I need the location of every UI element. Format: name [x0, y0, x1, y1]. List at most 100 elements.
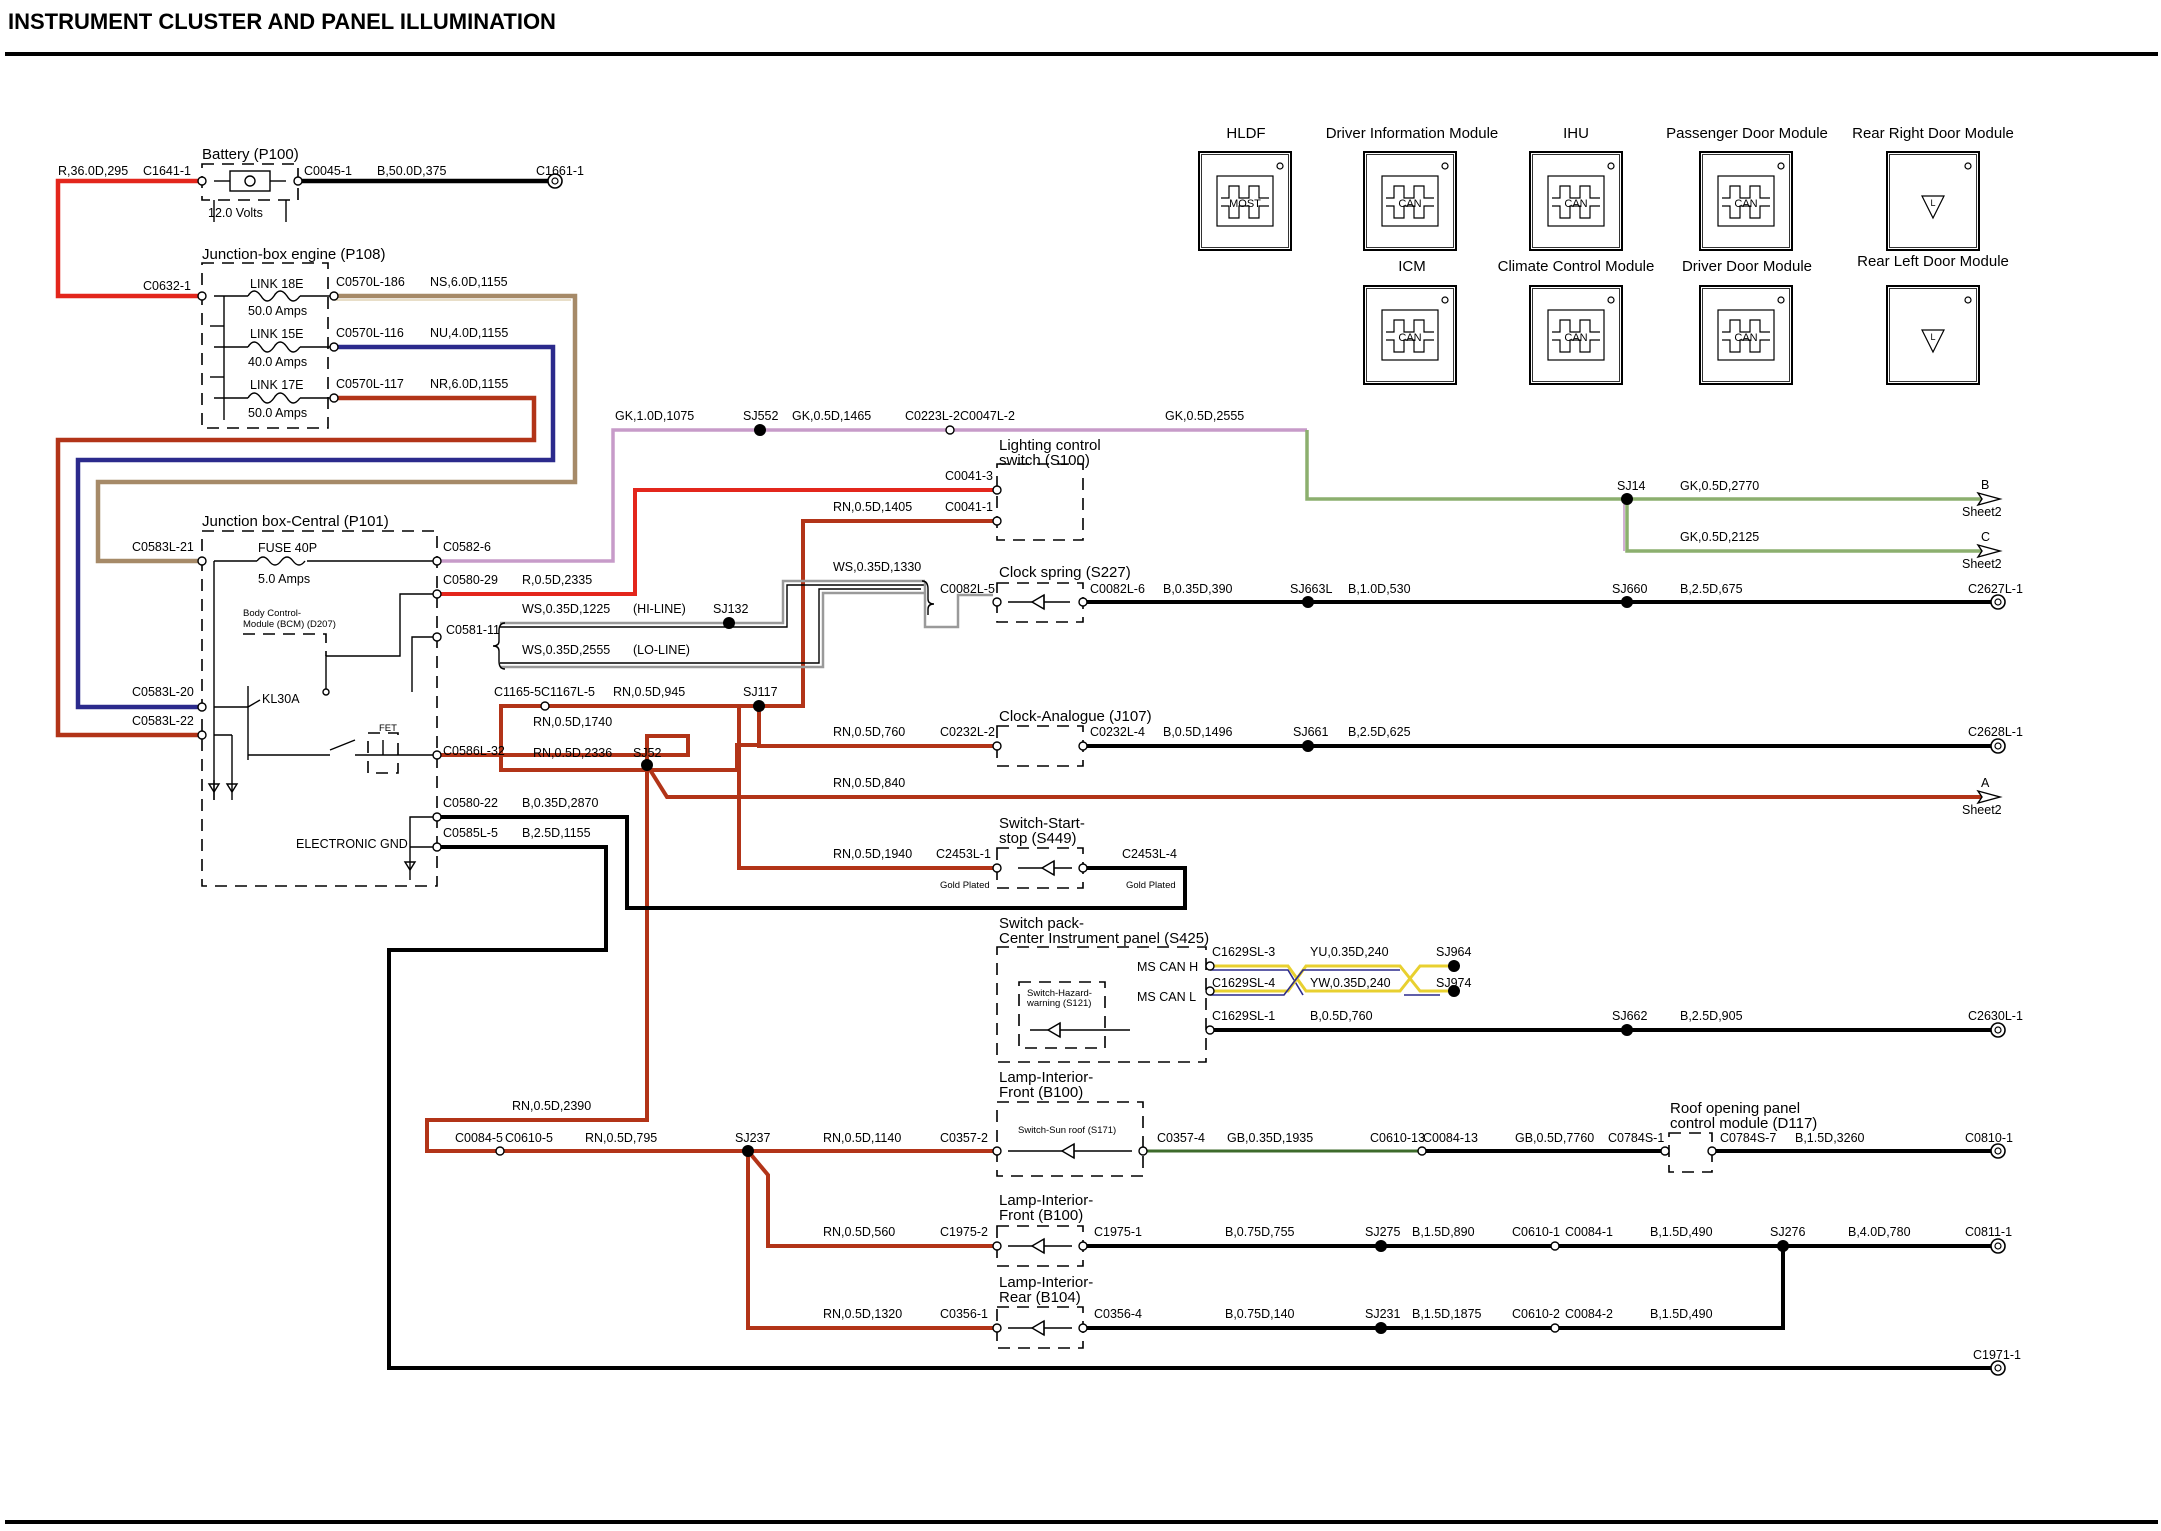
module-box	[1886, 151, 1980, 251]
wire-r05-2335	[437, 488, 993, 596]
wire-label: B,2.5D,1155	[522, 826, 591, 840]
wire-label: R,36.0D,295	[58, 164, 128, 178]
connector-pin	[1205, 961, 1215, 971]
connector-label: C0610-5	[505, 1131, 553, 1145]
connector-label: C0223L-2	[905, 409, 960, 423]
connector-label: C0610-1	[1512, 1225, 1560, 1239]
can-signal-icon	[1717, 309, 1775, 361]
connector-label: C0610-13	[1370, 1131, 1425, 1145]
component-label: Lighting control	[999, 437, 1101, 454]
signal-wave-icon	[1722, 319, 1770, 333]
component-label: stop (S449)	[999, 830, 1077, 847]
wire-label: B,1.5D,490	[1650, 1225, 1713, 1239]
connector-label: C0810-1	[1965, 1131, 2013, 1145]
connector-pin	[432, 750, 442, 760]
module-bus-label: MOST	[1229, 198, 1261, 210]
module-title: ICM	[1398, 258, 1426, 275]
wire-b25-1155	[387, 845, 1993, 1370]
wire-label: B,4.0D,780	[1848, 1225, 1911, 1239]
wire-rn05-1320	[746, 1151, 993, 1330]
connector-pin	[1078, 741, 1088, 751]
connector-label: C0232L-2	[940, 725, 995, 739]
can-signal-icon	[1216, 175, 1274, 227]
component-label: Front (B100)	[999, 1207, 1083, 1224]
connector-label: C1971-1	[1973, 1348, 2021, 1362]
connector-label: C0041-3	[945, 469, 993, 483]
connector-pin	[432, 812, 442, 822]
wire-gk-green-c	[1625, 499, 1995, 553]
signal-wave-icon	[1386, 185, 1434, 199]
connector-label: C0610-2	[1512, 1307, 1560, 1321]
connector-label: C0570L-117	[336, 377, 404, 391]
splice-label: SJ663L	[1290, 582, 1332, 596]
wire-label: NR,6.0D,1155	[430, 377, 508, 391]
ring-terminal-core	[1994, 1364, 2002, 1372]
signal-wave-icon	[1722, 205, 1770, 219]
signal-wave-icon	[1552, 339, 1600, 353]
wire-label: RN,0.5D,795	[585, 1131, 657, 1145]
connector-pin	[329, 342, 339, 352]
connector-label: C1629SL-4	[1212, 976, 1275, 990]
connector-label: C2453L-1	[936, 847, 991, 861]
wire-gk-violet	[437, 428, 1307, 563]
can-signal-icon	[1717, 175, 1775, 227]
connector-label: C1975-2	[940, 1225, 988, 1239]
module-box	[1363, 285, 1457, 385]
connector-pin	[432, 556, 442, 566]
connector-label: C0784S-1	[1608, 1131, 1664, 1145]
wire-rn05-1405	[759, 519, 993, 708]
splice-dot	[1621, 493, 1633, 505]
lin-signal-icon	[1921, 329, 1945, 354]
fuse-label: LINK 17E	[250, 378, 304, 392]
wire-label: RN,0.5D,2390	[512, 1099, 591, 1113]
splice-label: SJ14	[1617, 479, 1646, 493]
wire-label: B,50.0D,375	[377, 164, 447, 178]
connector-pin	[197, 730, 207, 740]
wire-r36	[55, 178, 202, 299]
connector-pin	[1205, 986, 1215, 996]
connector-pin	[992, 1241, 1002, 1251]
wire-label: RN,0.5D,1940	[833, 847, 912, 861]
wire-lamp-rear-out	[1085, 1246, 1785, 1330]
module-box-inner	[1702, 154, 1790, 248]
connector-label: C0811-1	[1965, 1225, 2012, 1239]
fuse-label: LINK 18E	[250, 277, 304, 291]
connector-label: C0356-4	[1094, 1307, 1142, 1321]
connector-pin	[1417, 1146, 1427, 1156]
fuse-label: FUSE 40P	[258, 541, 317, 555]
splice-label: SJ276	[1770, 1225, 1805, 1239]
wire-label: YU,0.35D,240	[1310, 945, 1389, 959]
component-label: Junction box-Central (P101)	[202, 513, 389, 530]
ring-terminal-core	[1994, 1147, 2002, 1155]
module-box	[1529, 285, 1623, 385]
connector-pin	[1078, 597, 1088, 607]
can-signal-icon	[1547, 309, 1605, 361]
connector-pin	[1078, 863, 1088, 873]
splice-label: SJ231	[1365, 1307, 1400, 1321]
connector-label: C0570L-116	[336, 326, 404, 340]
signal-wave-icon	[1552, 205, 1600, 219]
module-indicator	[1276, 162, 1284, 170]
connector-label: C0570L-186	[336, 275, 405, 289]
can-signal-icon	[1381, 309, 1439, 361]
splice-dot	[1375, 1322, 1387, 1334]
module-indicator	[1607, 162, 1615, 170]
connector-pin	[329, 393, 339, 403]
fuse-label: LINK 15E	[250, 327, 304, 341]
wire-label: WS,0.35D,1225	[522, 602, 610, 616]
connector-pin	[992, 485, 1002, 495]
module-box	[1699, 151, 1793, 251]
signal-wave-icon	[1552, 185, 1600, 199]
connector-pin	[432, 632, 442, 642]
wire-label: B,1.0D,530	[1348, 582, 1411, 596]
connector-label: C0082L-5	[940, 582, 995, 596]
offsheet-arrows	[1976, 491, 2003, 805]
wire-rn05-840	[645, 763, 1995, 799]
wire-ns6	[95, 293, 578, 564]
wire-label: RN,0.5D,1320	[823, 1307, 902, 1321]
ring-terminal-core	[1994, 742, 2002, 750]
connector-label: C0585L-5	[443, 826, 498, 840]
connector-pin	[992, 741, 1002, 751]
